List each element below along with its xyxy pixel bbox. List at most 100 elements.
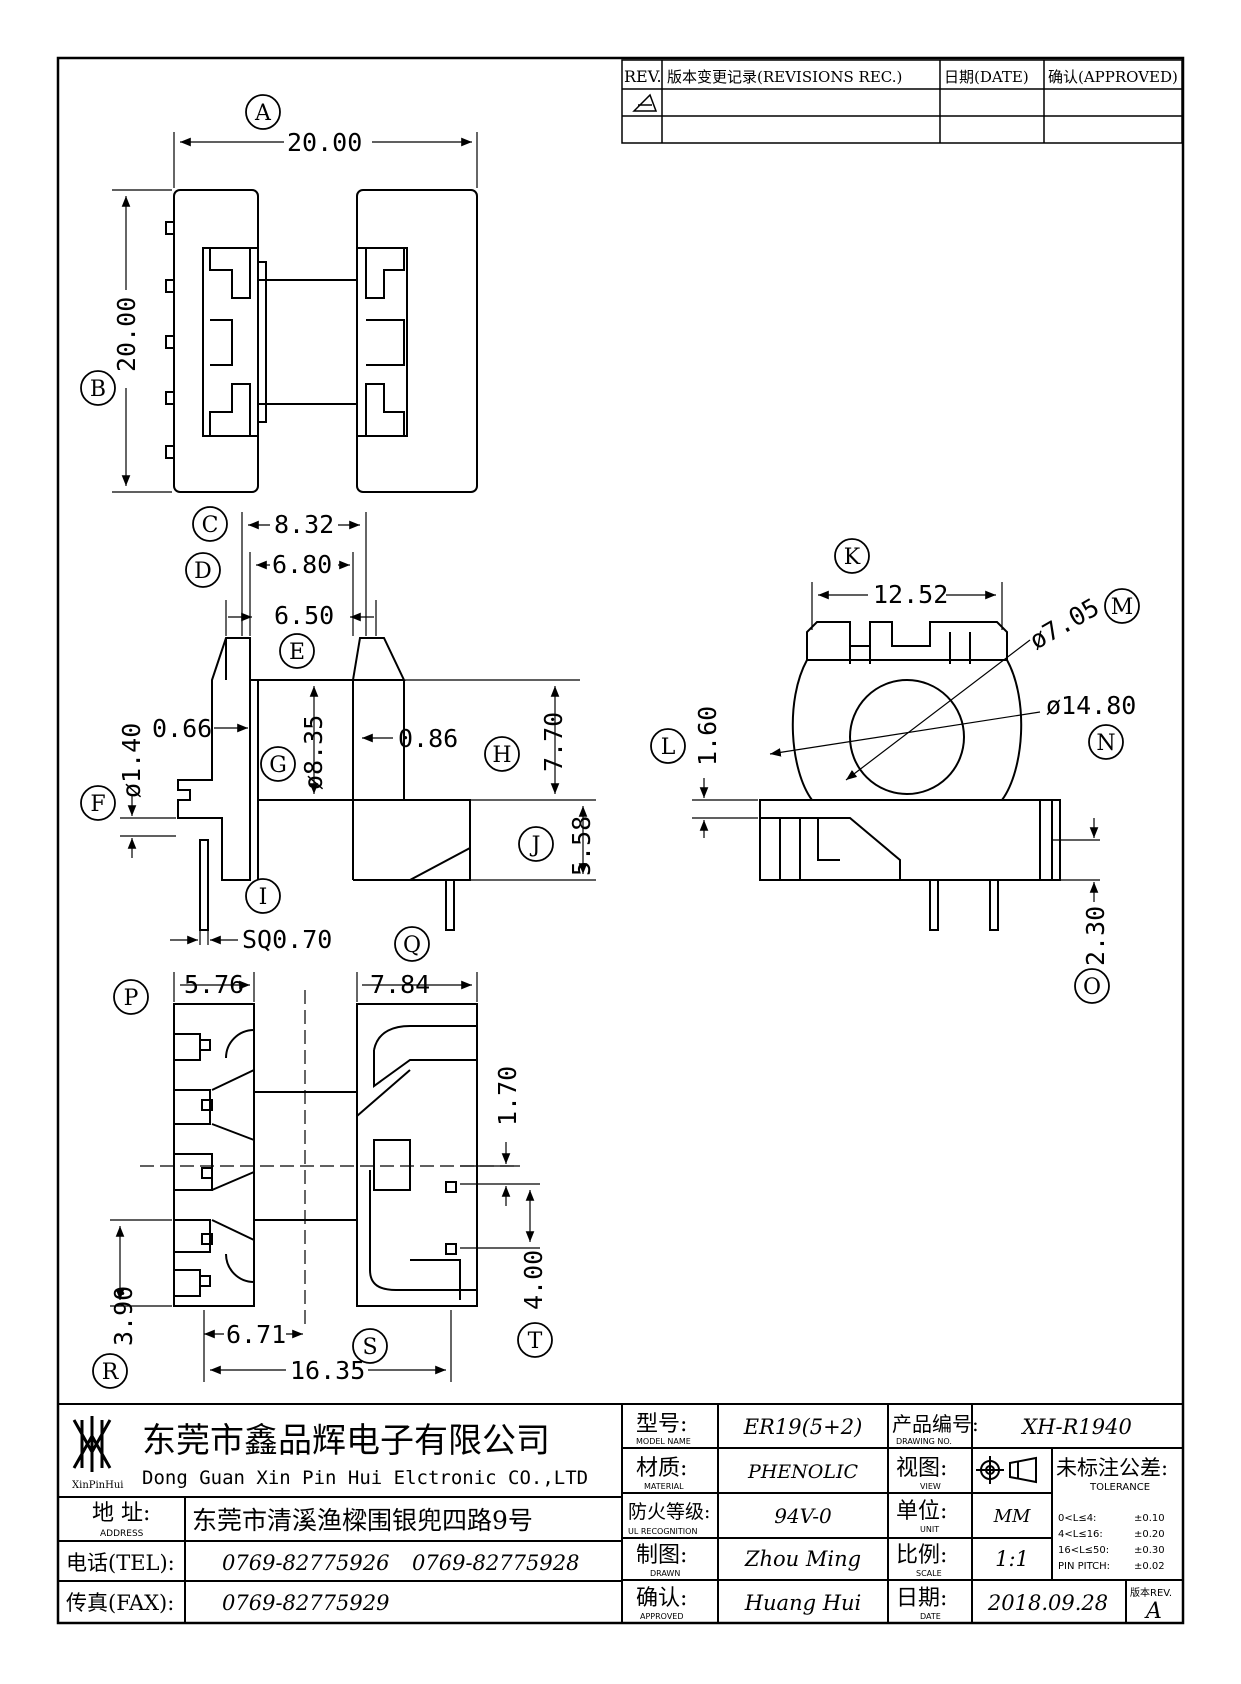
material-label: 材质:: [636, 1456, 687, 1481]
tel-label: 电话(TEL):: [66, 1551, 175, 1575]
dim-I: SQ0.70: [242, 925, 332, 954]
sheet-border: [56, 56, 1185, 1625]
dim-J: 5.58: [567, 816, 596, 876]
label-T: T: [528, 1329, 543, 1354]
tol-range-2: 4<L≤16:: [1058, 1529, 1103, 1540]
address-label-en: ADDRESS: [100, 1529, 144, 1539]
rev-col-record: 版本变更记录(REVISIONS REC.): [667, 68, 902, 86]
label-E: E: [289, 640, 305, 665]
label-G: G: [269, 753, 287, 778]
tolerance-label: 未标注公差:: [1056, 1456, 1168, 1480]
logo-text: XinPinHui: [72, 1480, 123, 1491]
projection-symbol-icon: [976, 1456, 1037, 1484]
dim-pitch: 1.70: [493, 1066, 522, 1126]
tel-2: 0769-82775928: [412, 1551, 579, 1575]
dim-L: 1.60: [693, 706, 722, 766]
date-label: 日期:: [896, 1586, 947, 1611]
approved-label-en: APPROVED: [640, 1612, 684, 1621]
tol-value-2: ±0.20: [1134, 1529, 1165, 1540]
drawing-no-label: 产品编号:: [892, 1412, 979, 1436]
fax-label: 传真(FAX):: [66, 1591, 174, 1615]
view-label-en: VIEW: [920, 1482, 941, 1491]
drawn-value: Zhou Ming: [744, 1547, 861, 1571]
tol-value-1: ±0.10: [1134, 1513, 1165, 1524]
dim-C: 8.32: [274, 510, 334, 539]
scale-value: 1:1: [995, 1547, 1029, 1571]
tolerance-label-en: TOLERANCE: [1089, 1482, 1150, 1493]
address-label: 地 址:: [92, 1501, 150, 1526]
label-I: I: [259, 885, 268, 910]
approved-value: Huang Hui: [744, 1591, 862, 1615]
dim-F: ø1.40: [117, 723, 146, 798]
rev-col-approved: 确认(APPROVED): [1048, 68, 1178, 86]
label-S: S: [362, 1335, 377, 1360]
dim-P: 5.76: [184, 970, 244, 999]
company-logo: [72, 1416, 112, 1472]
date-label-en: DATE: [920, 1612, 941, 1621]
material-label-en: MATERIAL: [644, 1482, 684, 1491]
label-C: C: [202, 513, 219, 538]
label-J: J: [530, 833, 541, 858]
label-F: F: [90, 792, 105, 817]
view-label: 视图:: [896, 1456, 947, 1481]
material-value: PHENOLIC: [747, 1461, 859, 1483]
dim-S: 16.35: [290, 1356, 365, 1385]
front-view: [177, 637, 471, 931]
tol-value-3: ±0.30: [1134, 1545, 1165, 1556]
label-R: R: [102, 1360, 120, 1385]
title-block-grid: [57, 1403, 1184, 1624]
label-Q: Q: [403, 933, 421, 958]
label-K: K: [844, 545, 861, 570]
company-name-cn: 东莞市鑫品辉电子有限公司: [142, 1421, 550, 1461]
rev-col-rev: REV.: [624, 67, 662, 86]
drawn-label-en: DRAWN: [650, 1569, 680, 1578]
tol-value-4: ±0.02: [1134, 1561, 1165, 1572]
tol-range-1: 0<L≤4:: [1058, 1513, 1096, 1524]
address-value: 东莞市清溪渔樑围银兜四路9号: [192, 1506, 533, 1535]
dim-M: ø7.05: [1025, 592, 1105, 655]
unit-label: 单位:: [896, 1499, 947, 1524]
dim-R: 3.90: [109, 1286, 138, 1346]
unit-label-en: UNIT: [920, 1525, 939, 1534]
dim-left-wall: 0.66: [152, 714, 212, 743]
dim-T: 4.00: [519, 1250, 548, 1310]
bottom-view: [173, 1003, 478, 1307]
model-label: 型号:: [636, 1412, 687, 1437]
model-value: ER19(5+2): [743, 1415, 863, 1439]
tol-range-3: 16<L≤50:: [1058, 1545, 1109, 1556]
dim-Q: 7.84: [370, 970, 430, 999]
dim-A: 20.00: [287, 128, 362, 157]
dim-O: 2.30: [1081, 906, 1110, 966]
dim-S-inner: 6.71: [226, 1320, 286, 1349]
dim-B: 20.00: [112, 297, 141, 372]
top-view: [165, 189, 478, 493]
dim-E: 6.50: [274, 601, 334, 630]
dim-G: ø8.35: [299, 715, 328, 790]
label-D: D: [194, 559, 212, 584]
label-L: L: [661, 735, 676, 760]
dim-H: 7.70: [539, 712, 568, 772]
label-circles: [80, 94, 1140, 1389]
company-name-en: Dong Guan Xin Pin Hui Elctronic CO.,LTD: [142, 1467, 588, 1489]
fire-value: 94V-0: [774, 1504, 832, 1528]
scale-label-en: SCALE: [916, 1569, 942, 1578]
dim-right-wall: 0.86: [398, 724, 458, 753]
scale-label: 比例:: [896, 1543, 947, 1568]
revision-table: [621, 59, 1183, 144]
tel-1: 0769-82775926: [222, 1551, 389, 1575]
model-label-en: MODEL NAME: [636, 1437, 691, 1446]
fax-value: 0769-82775929: [222, 1591, 389, 1615]
dim-D: 6.80: [272, 550, 332, 579]
label-A: A: [254, 101, 272, 126]
fire-label: 防火等级:: [628, 1501, 710, 1523]
dim-K: 12.52: [873, 580, 948, 609]
approved-label: 确认:: [636, 1586, 687, 1611]
drawing-no-value: XH-R1940: [1020, 1415, 1132, 1439]
tol-range-4: PIN PITCH:: [1058, 1561, 1110, 1572]
label-H: H: [492, 743, 511, 768]
drawn-label: 制图:: [636, 1543, 687, 1568]
side-view: [759, 621, 1061, 931]
fire-label-en: UL RECOGNITION: [628, 1527, 697, 1536]
rev-label: 版本REV.: [1130, 1586, 1172, 1599]
